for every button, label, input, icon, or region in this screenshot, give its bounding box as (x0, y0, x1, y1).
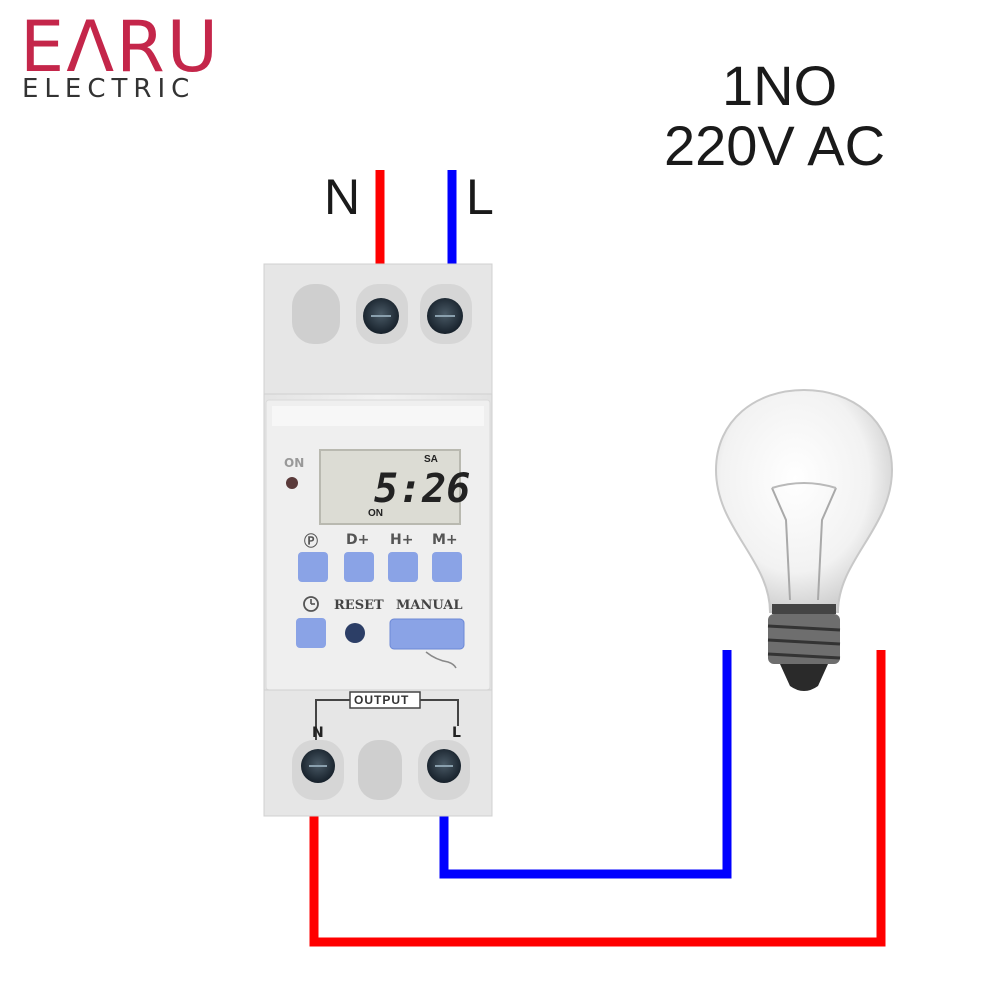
day-plus-button[interactable] (344, 552, 374, 582)
voltage-rating: 220V AC (664, 114, 886, 177)
lcd-time: 5:26 (374, 466, 471, 512)
lcd-display (319, 449, 461, 525)
hand-icon (425, 651, 457, 669)
light-bulb-icon (714, 388, 894, 691)
output-label: OUTPUT (354, 693, 410, 707)
clock-button[interactable] (296, 618, 326, 648)
output-neutral-wire (309, 650, 886, 947)
brand-logo: EΛRU (20, 6, 220, 88)
clock-icon (303, 596, 319, 612)
on-indicator-led (286, 477, 298, 489)
minute-plus-label: M+ (432, 532, 458, 548)
output-neutral-label: N (312, 725, 324, 741)
input-live-label: L (466, 169, 494, 225)
program-button[interactable] (298, 552, 328, 582)
output-live-wire (439, 650, 732, 879)
output-live-label: L (452, 725, 461, 741)
hour-plus-label: H+ (390, 532, 414, 548)
brand-tagline: ELECTRIC (22, 74, 196, 104)
manual-label: MANUAL (396, 598, 463, 613)
reset-button[interactable] (345, 623, 365, 643)
manual-button[interactable] (389, 618, 465, 650)
lcd-day: SA (424, 454, 438, 465)
timer-switch (263, 263, 493, 817)
on-indicator-label: ON (284, 456, 305, 470)
program-label: Ⓟ (304, 534, 318, 550)
reset-label: RESET (334, 598, 384, 613)
minute-plus-button[interactable] (432, 552, 462, 582)
day-plus-label: D+ (346, 532, 370, 548)
lcd-state: ON (368, 508, 383, 519)
input-neutral-label: N (324, 169, 361, 225)
hour-plus-button[interactable] (388, 552, 418, 582)
contact-type: 1NO (722, 54, 838, 117)
